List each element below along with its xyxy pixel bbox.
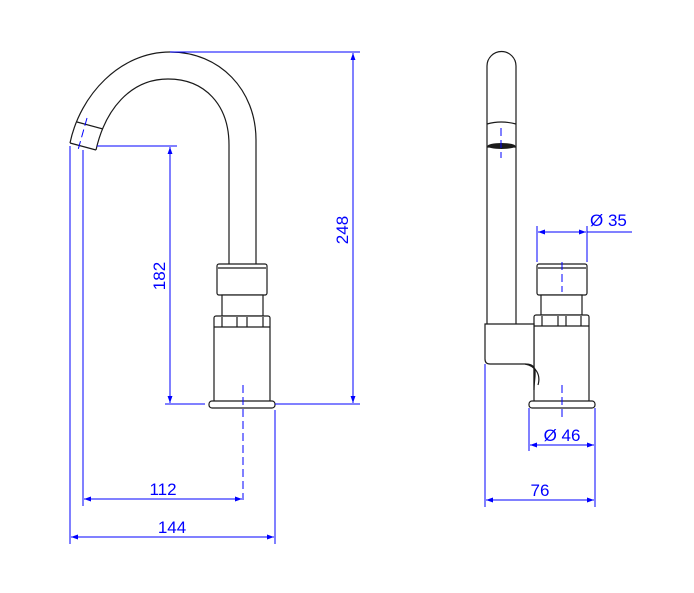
spout-outer [69,51,257,264]
spout-inner [95,78,230,264]
dim-depth: 76 [531,481,550,500]
side-view: 248 182 112 144 [69,51,360,544]
spout-tip [69,121,104,151]
dim-handle-diameter: Ø 35 [590,211,627,230]
neck [540,294,583,316]
spout-arm [484,323,536,391]
dim-spout-reach-center: 112 [149,480,176,499]
dim-total-height: 248 [333,216,352,244]
handle-collar [216,263,268,296]
spout-tube [486,50,517,324]
nut-facets [214,317,270,328]
dim-spout-reach-total: 144 [158,518,186,537]
front-view: Ø 35 Ø 46 76 [484,50,632,507]
base-flange [208,400,276,409]
dim-spout-height: 182 [150,262,169,290]
dim-base-diameter: Ø 46 [544,426,581,445]
body [213,315,271,403]
neck [221,294,264,317]
